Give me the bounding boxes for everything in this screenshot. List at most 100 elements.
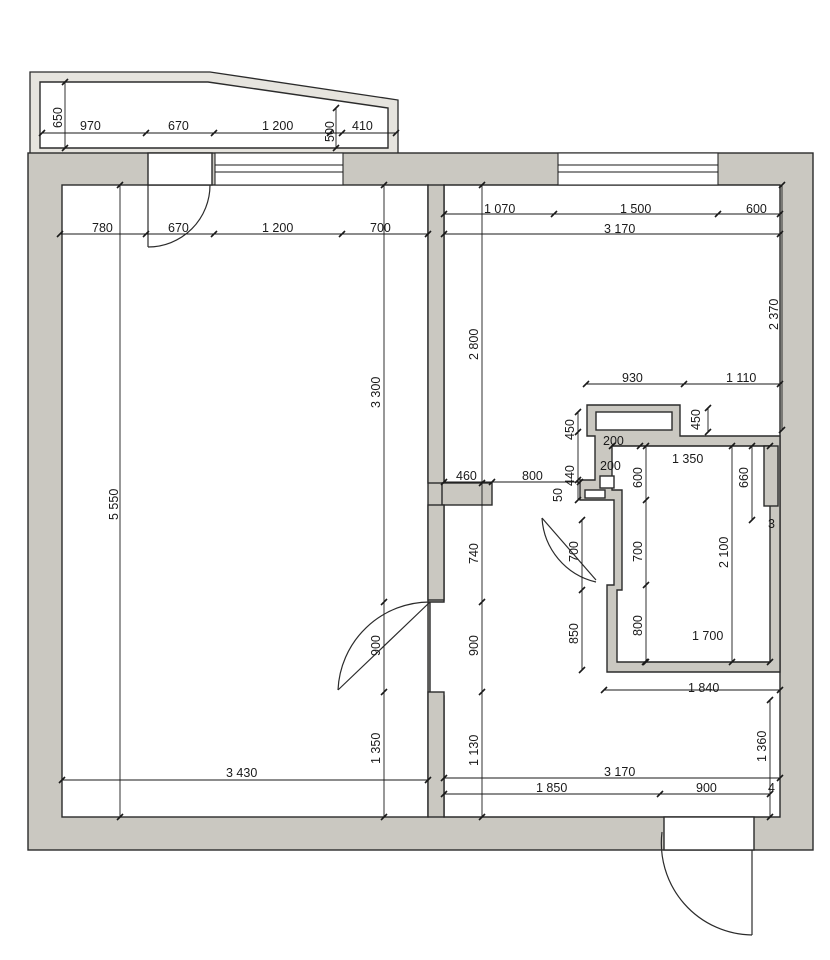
dim-kitchen-2370: 2 370 [767, 299, 781, 330]
window-kitchen [557, 152, 719, 186]
dim-balcony-650: 650 [51, 107, 65, 128]
dim-balcony-500: 500 [323, 121, 337, 142]
dim-room-1200: 1 200 [262, 221, 293, 235]
dimension-line [656, 790, 664, 798]
dimension-line [392, 129, 400, 137]
dim-bottom-3170: 3 170 [604, 765, 635, 779]
dimension-labels-vertical: 650 500 5 550 3 300 900 1 350 2 800 2 37… [51, 107, 781, 766]
dimension-line [116, 181, 124, 189]
dim-hall-460: 460 [456, 469, 477, 483]
room-living [61, 184, 429, 818]
dim-bath-450b: 450 [689, 409, 703, 430]
bathroom-floor [611, 445, 771, 663]
dimension-line [704, 428, 712, 436]
dimension-line [728, 442, 736, 450]
dim-bath-850: 850 [567, 623, 581, 644]
dimension-line [776, 686, 784, 694]
dim-bath-2100: 2 100 [717, 537, 731, 568]
dim-kitchen-1070: 1 070 [484, 202, 515, 216]
dimension-line [704, 404, 712, 412]
dim-balcony-410: 410 [352, 119, 373, 133]
balcony [29, 71, 399, 156]
dimension-line [636, 442, 644, 450]
dim-bottom-900: 900 [696, 781, 717, 795]
doors [147, 152, 755, 936]
dimension-line [478, 688, 486, 696]
dimension-line [478, 181, 486, 189]
dimension-line [778, 181, 786, 189]
dimension-line [380, 688, 388, 696]
dimension-line [748, 516, 756, 524]
dimension-line [574, 408, 582, 416]
dimension-line [116, 813, 124, 821]
dimension-line [714, 210, 722, 218]
window-living [214, 152, 344, 186]
dimension-line [766, 813, 774, 821]
dimension-line [424, 230, 432, 238]
dimension-line [608, 442, 616, 450]
dim-hall-1130: 1 130 [467, 735, 481, 766]
shaft-niche [595, 411, 673, 431]
dimension-line [332, 104, 340, 112]
dimension-line [61, 144, 69, 152]
dim-room-700: 700 [370, 221, 391, 235]
dim-bath-800: 800 [631, 615, 645, 636]
dim-bath-200b: 200 [600, 459, 621, 473]
dim-bath-200a: 200 [603, 434, 624, 448]
dimension-line [142, 129, 150, 137]
dimension-line [578, 586, 586, 594]
dim-balcony-1200: 1 200 [262, 119, 293, 133]
dimension-line [766, 442, 774, 450]
balcony-floor [39, 81, 389, 149]
dim-balcony-670: 670 [168, 119, 189, 133]
dim-bath-930: 930 [622, 371, 643, 385]
dimension-line [578, 516, 586, 524]
dimension-line [642, 442, 650, 450]
dimension-line [776, 774, 784, 782]
dim-bottom-4: 4 [768, 781, 775, 795]
dimension-line [748, 442, 756, 450]
dim-room-5550: 5 550 [107, 489, 121, 520]
dimension-line [210, 230, 218, 238]
bath-door-leaf [541, 517, 597, 581]
dim-room-3430: 3 430 [226, 766, 257, 780]
dimension-line [380, 181, 388, 189]
dimension-line [488, 478, 496, 486]
dimension-line [478, 598, 486, 606]
dim-balcony-970: 970 [80, 119, 101, 133]
dimension-line [210, 129, 218, 137]
dimension-line [38, 129, 46, 137]
dimension-lines [38, 78, 786, 821]
dimension-line [380, 598, 388, 606]
dimension-labels: 970 670 1 200 410 780 670 1 200 700 1 07… [80, 119, 775, 795]
bath-niche [599, 475, 615, 489]
dimension-line [326, 129, 334, 137]
dim-bath-1350: 1 350 [672, 452, 703, 466]
dim-room-780: 780 [92, 221, 113, 235]
dimension-line [440, 210, 448, 218]
dim-bath-600: 600 [631, 467, 645, 488]
dimension-line [550, 210, 558, 218]
dimension-line [728, 658, 736, 666]
dimension-line [680, 380, 688, 388]
dimension-line [424, 776, 432, 784]
partition-walls [427, 184, 493, 818]
dimension-line [440, 790, 448, 798]
dimension-line [338, 230, 346, 238]
dim-bath-440: 440 [563, 465, 577, 486]
dim-hall-800: 800 [522, 469, 543, 483]
dim-hall-900: 900 [467, 635, 481, 656]
dimension-line [478, 813, 486, 821]
dimension-line [574, 428, 582, 436]
dimension-line [332, 144, 340, 152]
balcony-door-swing [147, 184, 211, 248]
entrance-door-swing [660, 831, 753, 936]
dimension-line [642, 581, 650, 589]
dimension-line [142, 230, 150, 238]
dim-bath-50: 50 [551, 488, 565, 502]
dimension-line [56, 230, 64, 238]
dimension-line [478, 479, 486, 487]
dimension-line [578, 666, 586, 674]
dim-kitchen-3170: 3 170 [604, 222, 635, 236]
